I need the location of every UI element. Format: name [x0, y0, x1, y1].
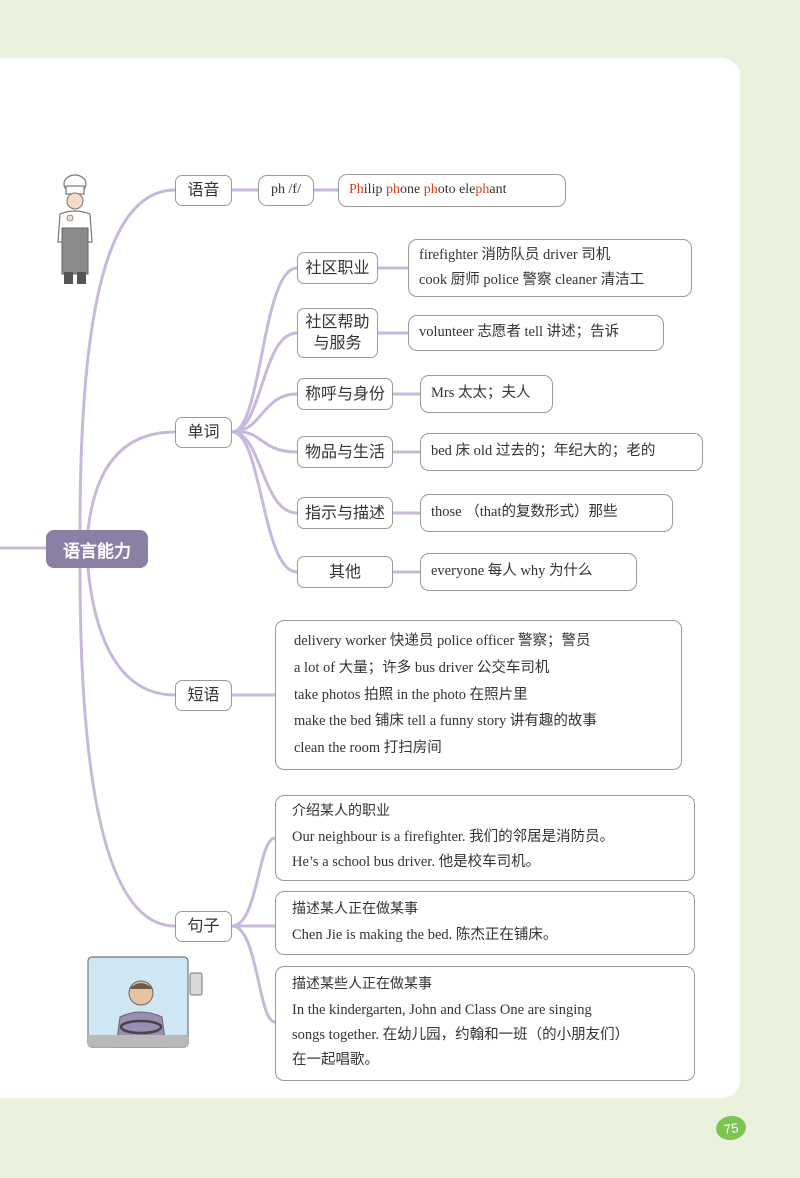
- word-philip: Philip: [349, 182, 383, 198]
- word-photo: photo: [423, 182, 456, 198]
- phonics-sound: ph /f/: [258, 175, 314, 206]
- vocab-words-describe: those （that的复数形式）那些: [420, 494, 673, 532]
- branch-phrases: 短语: [175, 680, 232, 711]
- sentence-group-jobs: 介绍某人的职业 Our neighbour is a firefighter. …: [275, 795, 695, 881]
- bus-driver-illustration: [87, 956, 203, 1048]
- word-phone: phone: [385, 182, 421, 198]
- vocab-category-jobs: 社区职业: [297, 252, 378, 284]
- sentence-group-someone-doing: 描述某人正在做某事 Chen Jie is making the bed. 陈杰…: [275, 891, 695, 955]
- word-elephant: elephant: [459, 182, 507, 198]
- vocab-words-other: everyone 每人 why 为什么: [420, 553, 637, 591]
- branch-vocab: 单词: [175, 417, 232, 448]
- vocab-words-items: bed 床 old 过去的；年纪大的；老的: [420, 433, 703, 471]
- vocab-category-titles: 称呼与身份: [297, 378, 393, 410]
- branch-phonics: 语音: [175, 175, 232, 206]
- vocab-category-help: 社区帮助与服务: [297, 308, 378, 358]
- phonics-words: Philip phone photo elephant: [338, 174, 566, 207]
- vocab-words-jobs: firefighter 消防队员 driver 司机 cook 厨师 polic…: [408, 239, 692, 297]
- root-node: 语言能力: [46, 530, 148, 568]
- vocab-category-describe: 指示与描述: [297, 497, 393, 529]
- branch-sentences: 句子: [175, 911, 232, 942]
- sentence-group-people-doing: 描述某些人正在做某事 In the kindergarten, John and…: [275, 966, 695, 1081]
- chef-illustration: [57, 174, 93, 284]
- vocab-category-other: 其他: [297, 556, 393, 588]
- vocab-words-titles: Mrs 太太；夫人: [420, 375, 553, 413]
- vocab-words-help: volunteer 志愿者 tell 讲述；告诉: [408, 315, 664, 351]
- phrases-box: delivery worker 快递员 police officer 警察；警员…: [275, 620, 682, 770]
- vocab-category-items: 物品与生活: [297, 436, 393, 468]
